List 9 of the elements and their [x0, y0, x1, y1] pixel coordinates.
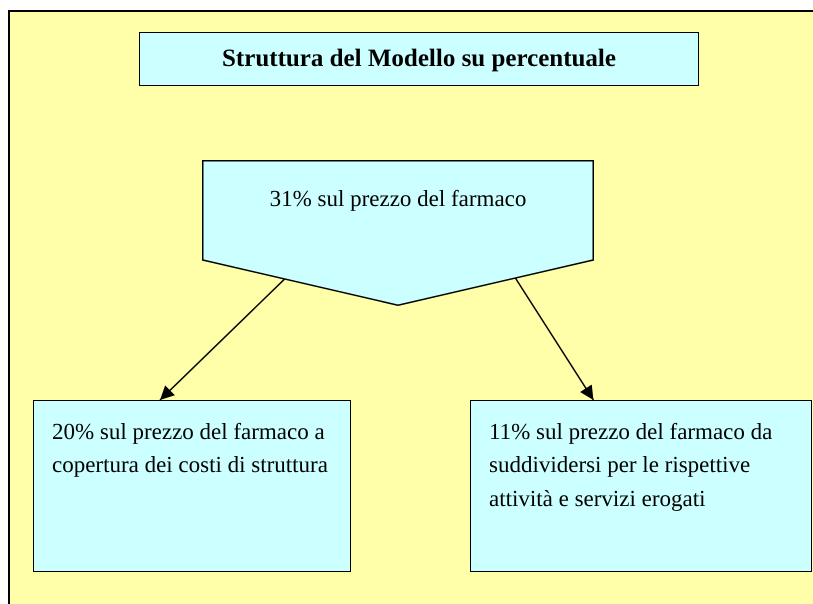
arrow — [514, 278, 594, 400]
arrow — [160, 278, 285, 401]
node-text: 11% sul prezzo del farmaco da suddividersi per le rispettive attività e servizi erogati — [489, 418, 774, 513]
node-text: 31% sul prezzo del farmaco — [268, 185, 528, 213]
pentagon-arrow-box — [202, 160, 594, 306]
title-box: Struttura del Modello su percentuale — [139, 32, 699, 86]
process-box — [470, 400, 812, 572]
node-text: 20% sul prezzo del farmaco a copertura dei costi di struttura — [52, 418, 329, 480]
process-box — [33, 400, 351, 572]
